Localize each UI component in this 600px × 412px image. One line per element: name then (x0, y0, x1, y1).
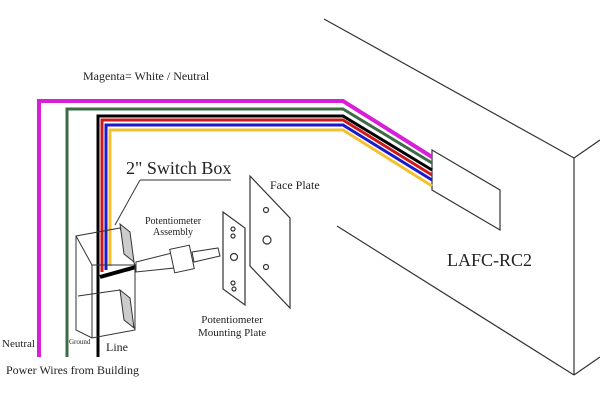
switch-box (75, 179, 231, 339)
pot-assembly-label-line1: Potentiometer (145, 216, 202, 227)
mounting-plate-label-line1: Potentiometer (201, 314, 263, 326)
pot-assembly-label: Potentiometer Assembly (145, 216, 201, 238)
wires (37, 99, 434, 357)
wire-black (96, 114, 433, 357)
wire-magenta (37, 99, 434, 357)
face-plate-label: Face Plate (270, 178, 320, 192)
potentiometer-assembly (135, 244, 221, 274)
ground-label: Ground (69, 338, 91, 346)
wire-blue (104, 123, 433, 270)
neutral-label: Neutral (2, 338, 35, 350)
wire-yellow (108, 128, 433, 266)
line-label: Line (106, 340, 128, 354)
power-wires-label: Power Wires from Building (6, 363, 139, 377)
mounting-plate-label-line2: Mounting Plate (198, 327, 267, 339)
device-label: LAFC-RC2 (447, 250, 533, 270)
mounting-plate-label: Potentiometer Mounting Plate (198, 314, 266, 340)
face-plate (249, 174, 291, 310)
wire-green (65, 107, 433, 357)
wall-box (323, 18, 600, 376)
wire-red (100, 118, 433, 272)
color-legend: Magenta= White / Neutral (83, 69, 210, 83)
pot-assembly-label-line2: Assembly (153, 227, 194, 238)
switch-box-label: 2" Switch Box (126, 158, 232, 178)
pot-leads (99, 265, 137, 279)
mounting-plate (222, 210, 246, 307)
